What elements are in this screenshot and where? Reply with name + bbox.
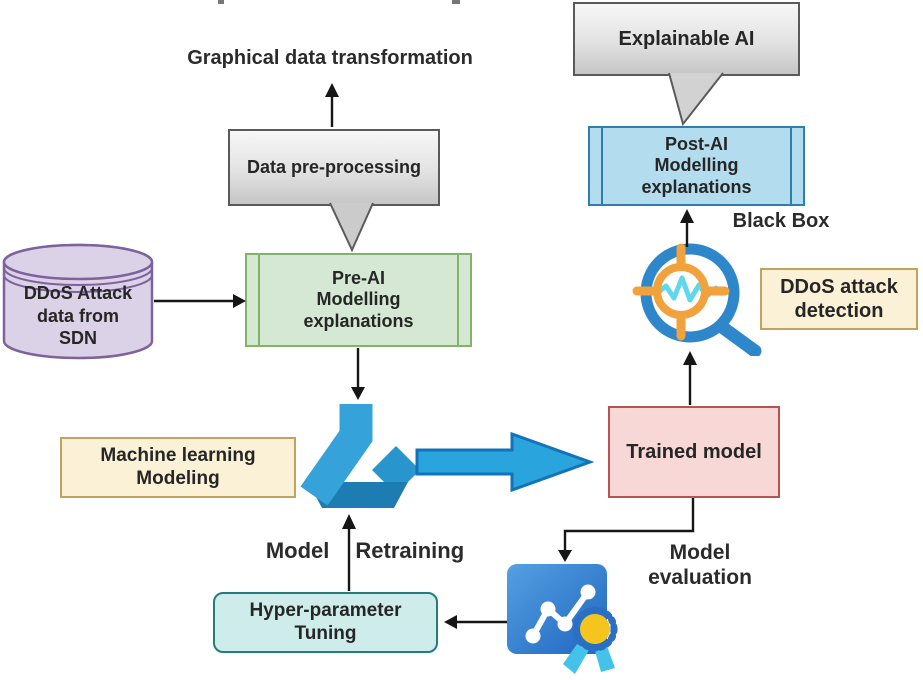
callout-data-preprocessing: Data pre-processing bbox=[228, 129, 440, 206]
pre-ai-line-3: explanations bbox=[303, 310, 414, 331]
chart-line bbox=[530, 589, 591, 639]
retraining-word-2: Retraining bbox=[355, 538, 465, 563]
hyper-tuning-line-2: Tuning bbox=[294, 622, 357, 644]
post-ai-line-1: Post-AI bbox=[665, 133, 728, 154]
box-machine-learning-modeling: Machine learning Modeling bbox=[60, 437, 296, 498]
model-evaluation-icon bbox=[507, 564, 618, 674]
box-ddos-attack-detection: DDoS attack detection bbox=[760, 268, 918, 330]
label-model-retraining: Model Retraining bbox=[240, 538, 490, 564]
pre-ai-line-1: Pre-AI bbox=[331, 267, 385, 288]
medal-badge-icon bbox=[563, 606, 618, 674]
ddos-detection-line-2: detection bbox=[794, 300, 884, 322]
hyper-tuning-line-1: Hyper-parameter bbox=[249, 599, 402, 621]
retraining-word-1: Model bbox=[265, 538, 330, 563]
database-cylinder-icon bbox=[2, 243, 154, 360]
label-black-box: Black Box bbox=[732, 210, 830, 232]
box-post-ai-modelling-explanations: Post-AI Modelling explanations bbox=[588, 126, 805, 206]
cropped-artifact bbox=[452, 0, 460, 4]
label-model-evaluation: Model evaluation bbox=[630, 540, 770, 590]
post-ai-line-2: Modelling bbox=[654, 155, 739, 176]
sdn-database-label: DDoS Attack data from SDN bbox=[6, 276, 150, 356]
box-hyper-parameter-tuning: Hyper-parameter Tuning bbox=[213, 592, 438, 653]
box-pre-ai-modelling-explanations: Pre-AI Modelling explanations bbox=[245, 253, 472, 347]
trained-model-label: Trained model bbox=[626, 441, 762, 463]
model-evaluation-line-1: Model bbox=[669, 541, 731, 564]
cropped-artifact bbox=[218, 0, 224, 4]
pre-ai-line-2: Modelling bbox=[316, 289, 401, 310]
anomaly-detection-magnifier-icon bbox=[632, 243, 762, 356]
model-evaluation-line-2: evaluation bbox=[648, 566, 752, 590]
azure-machine-learning-icon bbox=[300, 404, 420, 508]
crosshair-stubs bbox=[632, 243, 730, 341]
callout-tail-explainable-ai bbox=[668, 72, 724, 127]
ml-modeling-line-1: Machine learning bbox=[100, 444, 256, 466]
callout-explainable-ai: Explainable AI bbox=[573, 2, 800, 76]
sdn-line-1: DDoS Attack bbox=[23, 283, 133, 304]
box-trained-model: Trained model bbox=[608, 406, 780, 498]
callout-tail-data-preprocessing bbox=[329, 202, 374, 253]
chart-dots bbox=[525, 584, 596, 644]
title-graphical-data-transformation: Graphical data transformation bbox=[187, 47, 473, 69]
explainable-ai-label: Explainable AI bbox=[618, 28, 755, 50]
ml-modeling-line-2: Modeling bbox=[136, 467, 220, 489]
magnifier-handle bbox=[715, 320, 762, 356]
data-preprocessing-label: Data pre-processing bbox=[246, 156, 422, 177]
azure-bent-bar-shape bbox=[300, 404, 373, 506]
ddos-detection-line-1: DDoS attack bbox=[780, 276, 898, 298]
sdn-line-3: SDN bbox=[58, 328, 97, 349]
post-ai-line-3: explanations bbox=[641, 176, 752, 197]
sdn-line-2: data from bbox=[36, 305, 119, 326]
block-arrow-ml-to-trained-model bbox=[415, 431, 595, 493]
